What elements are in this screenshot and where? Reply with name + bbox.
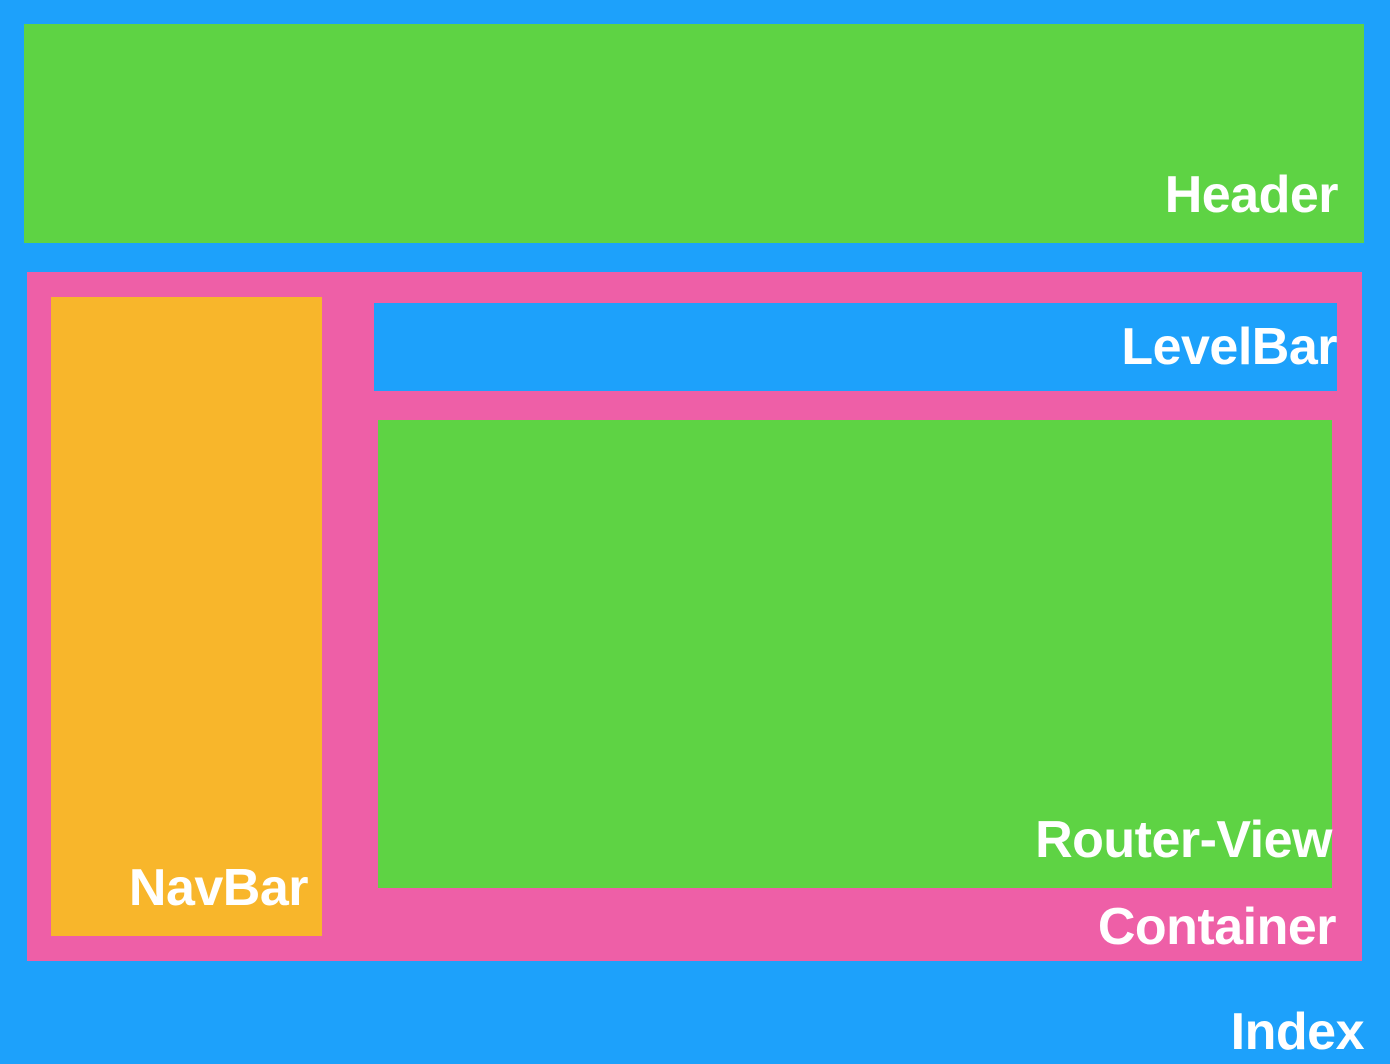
container-label: Container [1097,898,1337,956]
header-region: Header [24,24,1364,243]
levelbar-region: LevelBar [374,303,1337,391]
container-region: NavBar LevelBar Router-View Container [27,272,1362,961]
levelbar-label: LevelBar [1121,318,1337,376]
router-view-label: Router-View [1035,811,1332,869]
navbar-label: NavBar [128,859,309,917]
header-label: Header [1164,166,1339,224]
index-label: Index [1230,1003,1365,1061]
navbar-region: NavBar [51,297,322,936]
router-view-region: Router-View [378,420,1332,888]
